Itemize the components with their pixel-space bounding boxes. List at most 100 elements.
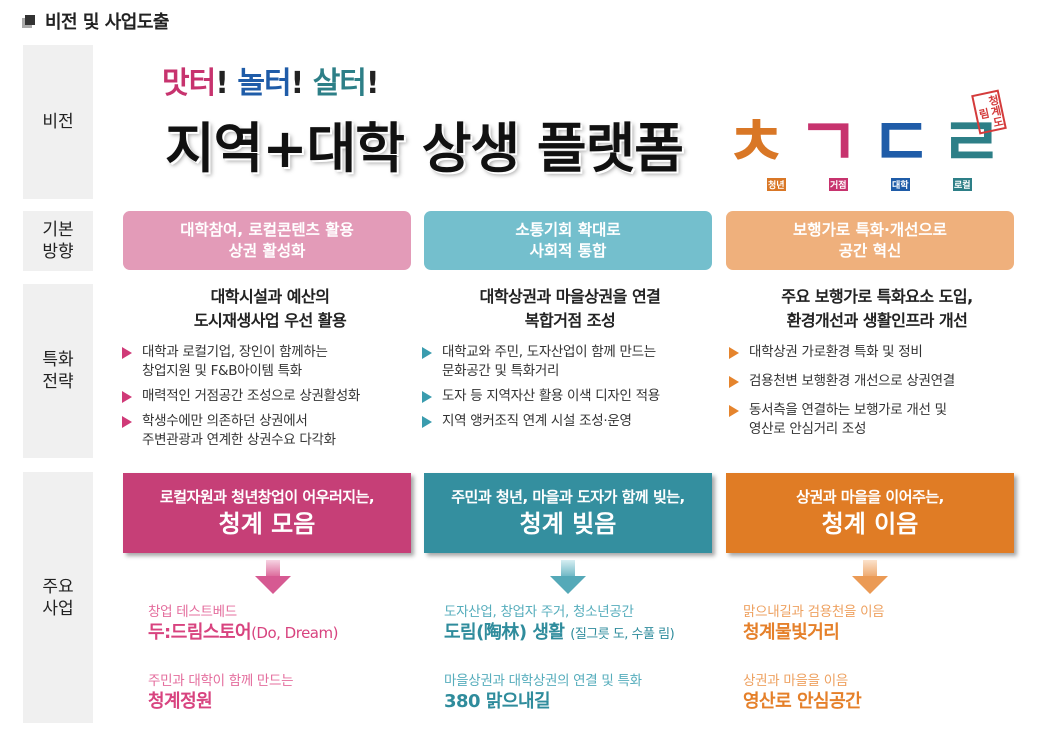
project-item-name: 380 맑으내길 xyxy=(444,691,551,712)
project-item-label: 주민과 대학이 함께 만드는 xyxy=(148,673,294,689)
strategy-item-line: 도자 등 지역자산 활용 이색 디자인 적용 xyxy=(442,388,660,404)
strategy-item-line: 지역 앵커조직 연계 시설 조성·운영 xyxy=(442,413,632,429)
strategy-item: 도자 등 지역자산 활용 이색 디자인 적용 xyxy=(420,387,720,406)
project-item-name: 영산로 안심공간 xyxy=(743,691,862,712)
strategy-item-line: 영산로 안심거리 조성 xyxy=(749,421,867,437)
strategy-heading-line: 복합거점 조성 xyxy=(524,311,616,330)
project-item: 상권과 마을을 이음 영산로 안심공간 xyxy=(743,672,1040,714)
project-item: 주민과 대학이 함께 만드는 청계정원 xyxy=(148,672,448,714)
direction-text: 보행가로 특화·개선으로 xyxy=(793,220,947,239)
project-item-name-text: 두:드림스토어 xyxy=(148,622,252,643)
row-label-text: 사업 xyxy=(42,598,74,619)
logo-sublabel: 대학 xyxy=(891,178,910,191)
project-item-name: 두:드림스토어(Do, Dream) xyxy=(148,621,448,645)
project-item-label: 마을상권과 대학상권의 연결 및 특화 xyxy=(444,673,642,689)
strategy-heading: 대학상권과 마을상권을 연결 복합거점 조성 xyxy=(420,285,720,333)
triangle-bullet-icon xyxy=(729,347,739,359)
project-item-label: 도자산업, 창업자 주거, 청소년공간 xyxy=(444,604,634,620)
triangle-bullet-icon xyxy=(122,347,132,359)
logo-glyph: ㄷ xyxy=(870,104,933,183)
project-item: 마을상권과 대학상권의 연결 및 특화 380 맑으내길 xyxy=(444,672,744,714)
strategy-item-line: 대학상권 가로환경 특화 및 정비 xyxy=(749,344,923,360)
direction-box-3: 보행가로 특화·개선으로 공간 혁신 xyxy=(726,211,1014,270)
strategy-heading-line: 주요 보행가로 특화요소 도입, xyxy=(781,287,973,306)
row-label-text: 기본 xyxy=(42,220,74,240)
down-arrow-icon xyxy=(852,560,888,594)
direction-box-2: 소통기회 확대로 사회적 통합 xyxy=(424,211,712,270)
brand-logo: ㅊ ㄱ ㄷ ㄹ 청년 거점 대학 로컬 청계도림 xyxy=(725,89,1025,198)
square-bullet-icon xyxy=(22,14,35,28)
project-title: 청계 빚음 xyxy=(519,510,617,538)
strategy-item: 검용천변 보행환경 개선으로 상권연결 xyxy=(727,372,1027,391)
row-label-text: 주요 xyxy=(42,576,74,597)
row-label-text: 비전 xyxy=(42,112,74,132)
strategy-column-1: 대학시설과 예산의 도시재생사업 우선 활용 대학과 로컬기업, 장인이 함께하… xyxy=(120,285,420,456)
project-subtitle: 상권과 마을을 이어주는, xyxy=(796,488,944,506)
triangle-bullet-icon xyxy=(422,416,432,428)
logo-sublabel: 로컬 xyxy=(953,178,972,191)
direction-text: 공간 혁신 xyxy=(838,241,902,260)
strategy-item-line: 창업지원 및 F&B아이템 특화 xyxy=(142,363,302,379)
strategy-item-line: 학생수에만 의존하던 상권에서 xyxy=(142,413,308,429)
exclamation: ! xyxy=(215,66,229,101)
logo-glyph: ㅊ xyxy=(725,104,788,183)
strategy-item-line: 매력적인 거점공간 조성으로 상권활성화 xyxy=(142,388,361,404)
triangle-bullet-icon xyxy=(729,405,739,417)
direction-text: 소통기회 확대로 xyxy=(515,220,621,239)
logo-sublabel: 청년 xyxy=(767,178,786,191)
triangle-bullet-icon xyxy=(422,347,432,359)
strategy-item-line: 대학과 로컬기업, 장인이 함께하는 xyxy=(142,344,328,360)
direction-text: 사회적 통합 xyxy=(529,241,607,260)
project-item-label: 맑으내길과 검용천을 이음 xyxy=(743,604,885,620)
slogan-word: 살터 xyxy=(312,66,367,101)
row-label-text: 특화 xyxy=(42,350,74,370)
project-item-label: 창업 테스트베드 xyxy=(148,604,237,620)
row-label-text: 방향 xyxy=(42,242,74,262)
strategy-heading: 주요 보행가로 특화요소 도입, 환경개선과 생활인프라 개선 xyxy=(727,285,1027,333)
strategy-heading-line: 환경개선과 생활인프라 개선 xyxy=(786,311,968,330)
project-subtitle: 로컬자원과 청년창업이 어우러지는, xyxy=(159,488,375,506)
row-label-vision: 비전 xyxy=(23,45,93,199)
slogan-word: 놀터 xyxy=(237,66,291,101)
triangle-bullet-icon xyxy=(729,376,739,388)
strategy-list: 대학상권 가로환경 특화 및 정비 검용천변 보행환경 개선으로 상권연결 동서… xyxy=(727,343,1027,439)
strategy-heading: 대학시설과 예산의 도시재생사업 우선 활용 xyxy=(120,285,420,333)
project-item-note: (질그릇 도, 수풀 림) xyxy=(570,627,675,642)
vision-title: 지역+대학 상생 플랫폼 xyxy=(165,117,684,180)
logo-glyph: ㄹ xyxy=(940,104,1003,183)
section-header: 비전 및 사업도출 xyxy=(22,8,169,34)
strategy-item: 매력적인 거점공간 조성으로 상권활성화 xyxy=(120,387,420,406)
direction-text: 상권 활성화 xyxy=(228,241,306,260)
project-subtitle: 주민과 청년, 마을과 도자가 함께 빚는, xyxy=(451,488,685,506)
slogan-word: 맛터 xyxy=(162,66,216,101)
exclamation: ! xyxy=(290,66,305,101)
project-box-moeum: 로컬자원과 청년창업이 어우러지는, 청계 모음 xyxy=(123,473,411,553)
strategy-item: 대학상권 가로환경 특화 및 정비 xyxy=(727,343,1027,362)
direction-box-1: 대학참여, 로컬콘텐츠 활용 상권 활성화 xyxy=(123,211,411,270)
down-arrow-icon xyxy=(255,560,291,594)
project-item: 도자산업, 창업자 주거, 청소년공간 도림(陶林) 생활 (질그릇 도, 수풀… xyxy=(444,603,744,647)
exclamation: ! xyxy=(365,66,380,101)
vision-slogan: 맛터! 놀터! 살터! xyxy=(162,58,380,102)
project-item: 맑으내길과 검용천을 이음 청계물빛거리 xyxy=(743,603,1040,645)
strategy-heading-line: 대학시설과 예산의 xyxy=(210,287,330,306)
triangle-bullet-icon xyxy=(122,416,132,428)
project-box-ieum: 상권과 마을을 이어주는, 청계 이음 xyxy=(726,473,1014,553)
direction-text: 대학참여, 로컬콘텐츠 활용 xyxy=(180,220,354,239)
row-label-text: 전략 xyxy=(42,372,74,392)
triangle-bullet-icon xyxy=(122,391,132,403)
strategy-item-line: 주변관광과 연계한 상권수요 다각화 xyxy=(142,432,336,448)
project-item-label: 상권과 마을을 이음 xyxy=(743,673,848,689)
logo-sublabel: 거점 xyxy=(829,178,848,191)
project-item-extra: (Do, Dream) xyxy=(251,624,338,642)
strategy-item: 지역 앵커조직 연계 시설 조성·운영 xyxy=(420,412,720,431)
triangle-bullet-icon xyxy=(422,391,432,403)
